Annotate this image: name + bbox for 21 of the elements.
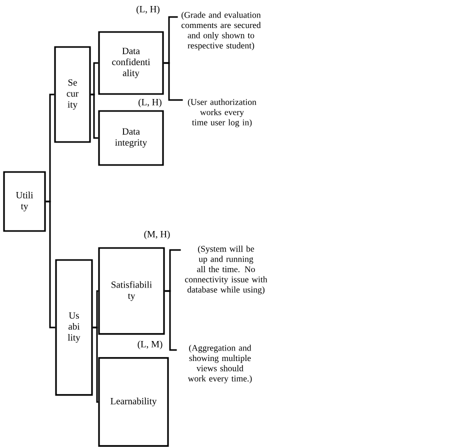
tree-box: Learnability (98, 357, 169, 447)
priority-label: (M, H) (144, 230, 170, 240)
scenario-text: (Grade and evaluation comments are secured and only shown to respective student) (182, 12, 261, 50)
connector (92, 326, 98, 403)
priority-label: (L, M) (138, 340, 162, 350)
scenario-text: (User authorization works every time user log in) (188, 98, 256, 128)
connector (90, 62, 98, 96)
connector (46, 200, 56, 328)
tree-box: Data confidenti ality (98, 31, 164, 95)
scenario-text: (Aggregation and showing multiple views should work every time.) (188, 344, 252, 384)
tree-box: Satisfiabili ty (98, 247, 165, 335)
connector (164, 62, 183, 101)
tree-box: Data integrity (98, 110, 164, 166)
tree-box: Utili ty (3, 171, 46, 232)
priority-label: (L, H) (136, 6, 160, 14)
connector (90, 94, 98, 139)
connector (164, 290, 177, 351)
scenario-text: (System will be up and running all the time. No connectivity issue with database while using) (185, 246, 268, 294)
tree-box: Us abi lity (55, 259, 93, 396)
tree-box: Se cur ity (54, 46, 91, 143)
priority-label: (L, H) (138, 98, 162, 108)
